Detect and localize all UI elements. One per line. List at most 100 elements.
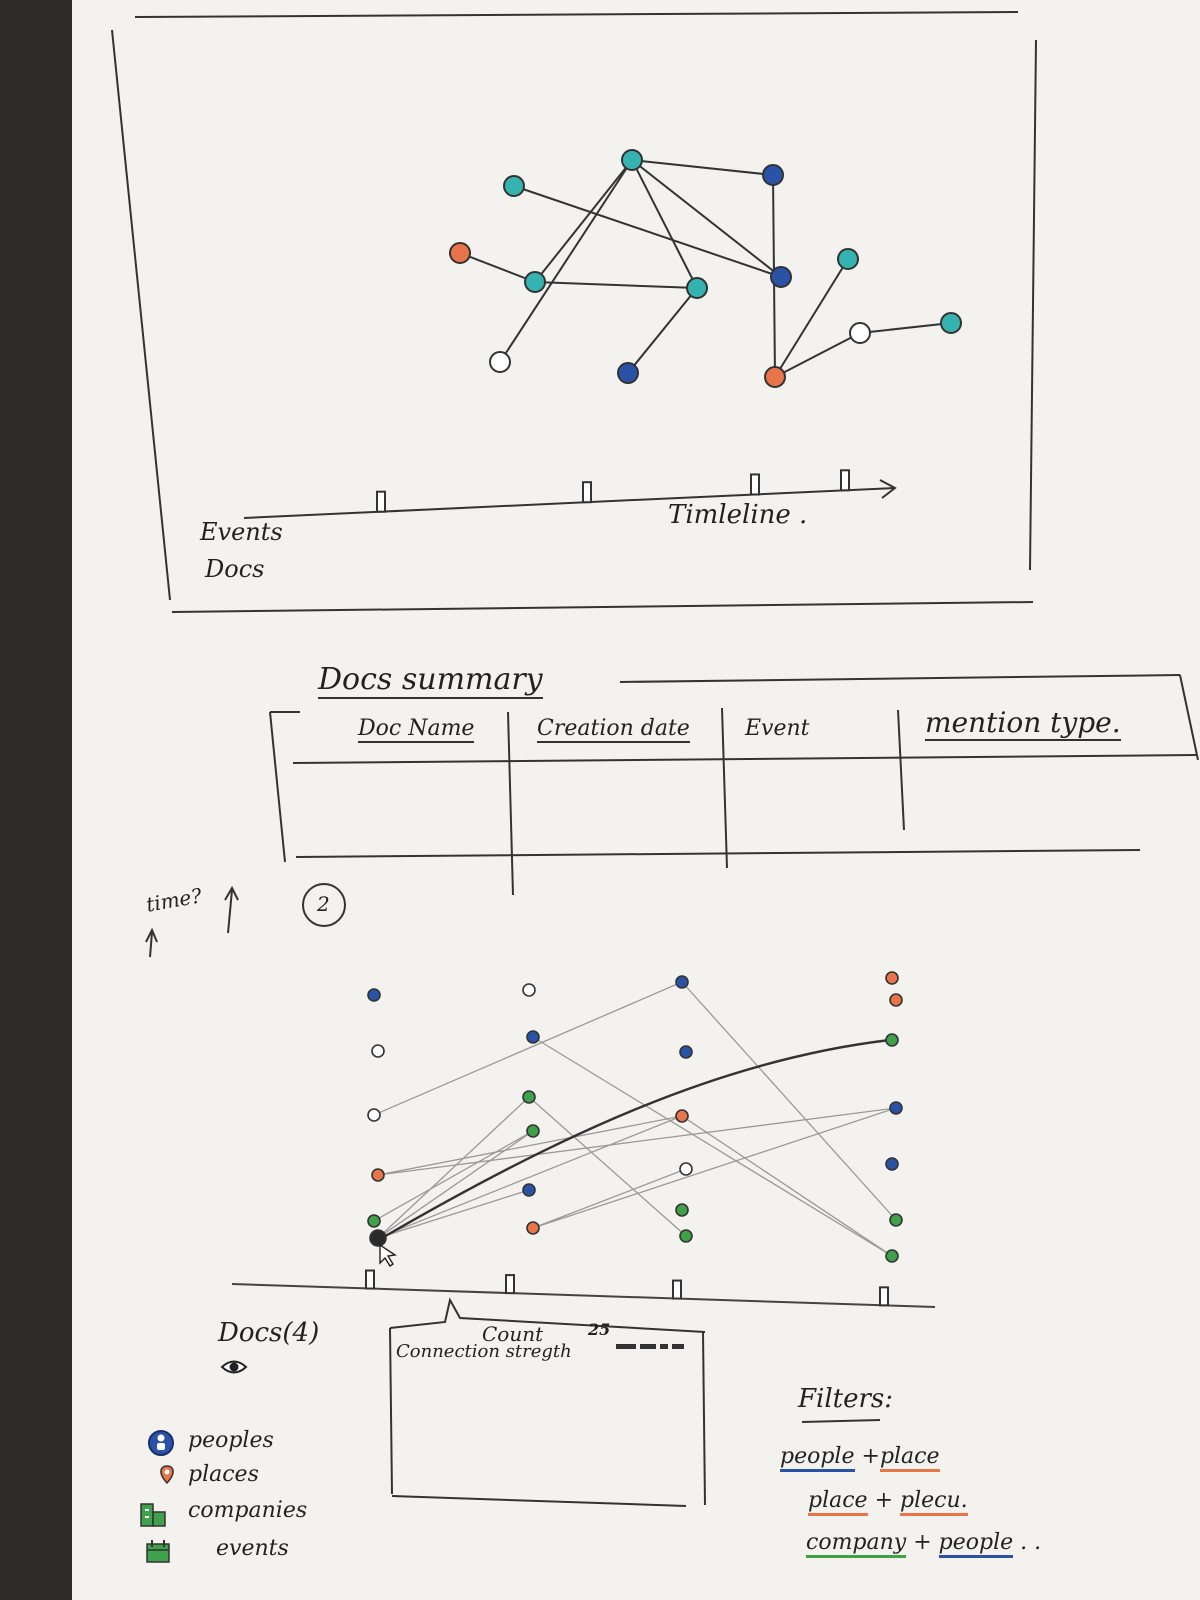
graph-node[interactable] xyxy=(686,277,708,299)
parallel-node[interactable] xyxy=(889,1101,903,1115)
parallel-node[interactable] xyxy=(371,1044,385,1058)
graph-node[interactable] xyxy=(617,362,639,384)
graph-node[interactable] xyxy=(762,164,784,186)
parallel-node[interactable] xyxy=(675,1203,689,1217)
graph-edge xyxy=(534,159,633,283)
timeline-label: Timleline . xyxy=(668,500,808,530)
filter-company-people[interactable]: company + people . . xyxy=(806,1530,1041,1558)
parallel-link xyxy=(377,1115,683,1239)
parallel-node[interactable] xyxy=(885,971,899,985)
parallel-node[interactable] xyxy=(522,1183,536,1197)
parallel-doc-marker[interactable] xyxy=(672,1279,682,1300)
detail-box-frame xyxy=(389,1297,706,1507)
parallel-node[interactable] xyxy=(889,1213,903,1227)
parallel-link xyxy=(373,981,683,1116)
parallel-link xyxy=(532,1036,893,1257)
parallel-node[interactable] xyxy=(522,1090,536,1104)
legend-label: events xyxy=(216,1536,289,1561)
graph-node[interactable] xyxy=(489,351,511,373)
person-icon xyxy=(148,1430,174,1456)
parallel-node[interactable] xyxy=(522,983,536,997)
filters-title-underline xyxy=(801,1419,881,1423)
location-pin-icon xyxy=(160,1465,174,1485)
graph-edge xyxy=(513,185,782,278)
count-value: 25 xyxy=(588,1320,611,1339)
parallel-doc-marker[interactable] xyxy=(365,1269,375,1290)
row-label-events: Events xyxy=(200,518,283,546)
graph-node[interactable] xyxy=(621,149,643,171)
parallel-node[interactable] xyxy=(367,1108,381,1122)
parallel-node[interactable] xyxy=(675,975,689,989)
parallel-node[interactable] xyxy=(679,1045,693,1059)
parallel-link xyxy=(528,1096,687,1237)
graph-node[interactable] xyxy=(837,248,859,270)
top-panel-frame xyxy=(111,11,1037,613)
legend-item-peoples: peoples xyxy=(150,1428,274,1453)
parallel-doc-marker[interactable] xyxy=(879,1286,889,1307)
filter-plus: + xyxy=(874,1488,894,1513)
timeline-axis xyxy=(243,479,897,519)
parallel-node[interactable] xyxy=(367,1214,381,1228)
graph-edge xyxy=(459,252,536,283)
parallel-node[interactable] xyxy=(679,1229,693,1243)
parallel-link xyxy=(377,1107,897,1176)
graph-node[interactable] xyxy=(764,366,786,388)
column-creation-date: Creation date xyxy=(537,716,690,743)
graph-node[interactable] xyxy=(940,312,962,334)
parallel-node[interactable] xyxy=(526,1124,540,1138)
parallel-link xyxy=(681,1115,893,1257)
timeline-doc-marker[interactable] xyxy=(376,490,386,513)
parallel-node[interactable] xyxy=(885,1249,899,1263)
parallel-link xyxy=(373,1130,534,1222)
parallel-doc-marker[interactable] xyxy=(505,1274,515,1295)
graph-node[interactable] xyxy=(503,175,525,197)
graph-node[interactable] xyxy=(449,242,471,264)
timeline-doc-marker[interactable] xyxy=(582,481,592,504)
parallel-node[interactable] xyxy=(369,1229,387,1247)
legend-label: companies xyxy=(188,1498,308,1523)
parallel-node[interactable] xyxy=(371,1168,385,1182)
parallel-node[interactable] xyxy=(526,1030,540,1044)
filter-place-place[interactable]: place + plecu. xyxy=(808,1488,968,1516)
legend-label: peoples xyxy=(188,1428,274,1453)
column-mention-type: mention type. xyxy=(925,706,1121,741)
parallel-links xyxy=(373,981,897,1257)
graph-edge xyxy=(499,159,633,363)
graph-edge xyxy=(859,322,952,334)
graph-edge xyxy=(774,258,849,378)
timeline-doc-markers xyxy=(376,469,850,513)
parallel-axis xyxy=(231,1283,936,1308)
parallel-node[interactable] xyxy=(885,1157,899,1171)
timeline-doc-marker[interactable] xyxy=(750,473,760,496)
graph-node[interactable] xyxy=(849,322,871,344)
time-arrows xyxy=(145,885,239,958)
parallel-node[interactable] xyxy=(367,988,381,1002)
filter-term: people xyxy=(938,1530,1014,1558)
parallel-node[interactable] xyxy=(885,1033,899,1047)
parallel-node[interactable] xyxy=(679,1162,693,1176)
row-label-docs: Docs xyxy=(205,555,265,583)
parallel-link xyxy=(377,1115,683,1176)
filter-term: people xyxy=(780,1444,855,1472)
column-event: Event xyxy=(745,716,810,741)
step-number: 2 xyxy=(317,892,330,916)
parallel-node[interactable] xyxy=(526,1221,540,1235)
parallel-node[interactable] xyxy=(889,993,903,1007)
strength-dashes xyxy=(616,1344,684,1349)
filter-term: place xyxy=(808,1488,868,1516)
graph-edge xyxy=(631,159,774,176)
timeline-doc-marker[interactable] xyxy=(840,469,850,492)
filter-people-place[interactable]: people +place xyxy=(780,1444,940,1472)
network-nodes xyxy=(449,149,962,388)
eye-icon[interactable] xyxy=(220,1360,248,1374)
graph-edge xyxy=(534,281,698,289)
graph-node[interactable] xyxy=(770,266,792,288)
legend-item-places: places xyxy=(150,1462,259,1487)
graph-node[interactable] xyxy=(524,271,546,293)
parallel-link xyxy=(377,1096,530,1239)
connection-strength-label: Connection stregth xyxy=(396,1341,572,1362)
graph-edge xyxy=(631,159,782,278)
parallel-nodes xyxy=(367,971,903,1263)
legend-label: places xyxy=(188,1462,259,1487)
parallel-node[interactable] xyxy=(675,1109,689,1123)
